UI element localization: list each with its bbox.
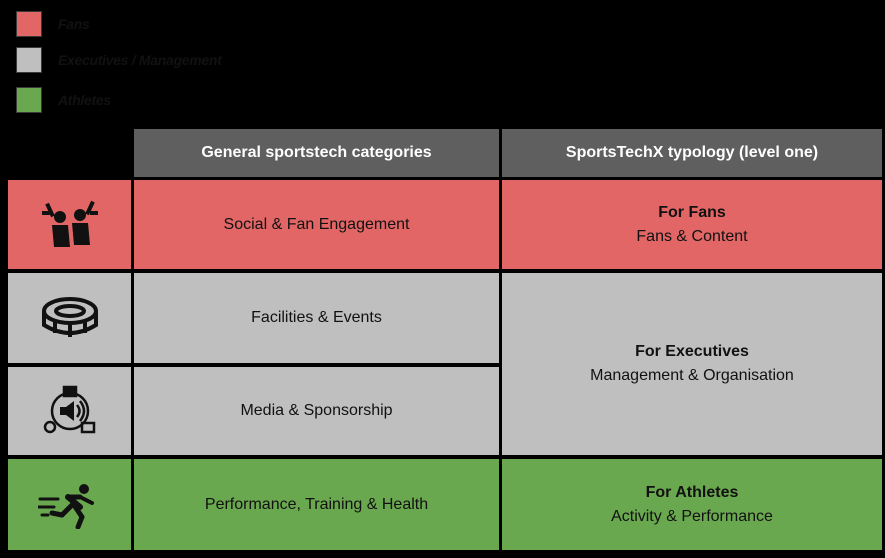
legend-swatch-athletes <box>16 87 42 113</box>
legend-item-executives: Executives / Management <box>16 47 222 73</box>
typology-title: For Executives <box>635 343 749 360</box>
legend-swatch-fans <box>16 11 42 37</box>
legend-swatch-executives <box>16 47 42 73</box>
category-label: Facilities & Events <box>251 309 382 326</box>
stadium-icon <box>41 297 98 337</box>
header-label: SportsTechX typology (level one) <box>565 144 819 161</box>
header-general-categories: General sportstech categories <box>134 129 499 177</box>
typology-cell-fans: For Fans Fans & Content <box>502 180 882 269</box>
icon-cell-athletes <box>8 459 131 550</box>
typology-cell-executives: For Executives Management & Organisation <box>502 273 882 455</box>
typology-title: For Fans <box>658 203 726 221</box>
typology-subtitle: Management & Organisation <box>590 367 794 384</box>
category-label: Social & Fan Engagement <box>223 215 410 233</box>
category-cell-social: Social & Fan Engagement <box>134 180 499 269</box>
media-sponsorship-icon <box>43 385 95 434</box>
category-label: Media & Sponsorship <box>240 402 393 419</box>
category-cell-media: Media & Sponsorship <box>134 367 499 455</box>
category-cell-facilities: Facilities & Events <box>134 273 499 363</box>
category-cell-performance: Performance, Training & Health <box>134 459 499 550</box>
typology-subtitle: Fans & Content <box>636 227 748 245</box>
running-athlete-icon <box>37 483 94 529</box>
legend-label: Fans <box>58 16 90 32</box>
header-label: General sportstech categories <box>201 144 432 161</box>
header-typology: SportsTechX typology (level one) <box>502 129 882 177</box>
legend-label: Athletes <box>58 92 111 108</box>
typology-subtitle: Activity & Performance <box>611 507 773 525</box>
icon-cell-facilities <box>8 273 131 363</box>
category-label: Performance, Training & Health <box>204 495 429 513</box>
legend-item-athletes: Athletes <box>16 87 111 113</box>
icon-cell-media <box>8 367 131 455</box>
legend-item-fans: Fans <box>16 11 90 37</box>
typology-cell-athletes: For Athletes Activity & Performance <box>502 459 882 550</box>
icon-cell-fans <box>8 180 131 269</box>
typology-title: For Athletes <box>645 483 739 501</box>
cheering-fans-icon <box>41 200 98 247</box>
legend-label: Executives / Management <box>58 52 222 68</box>
